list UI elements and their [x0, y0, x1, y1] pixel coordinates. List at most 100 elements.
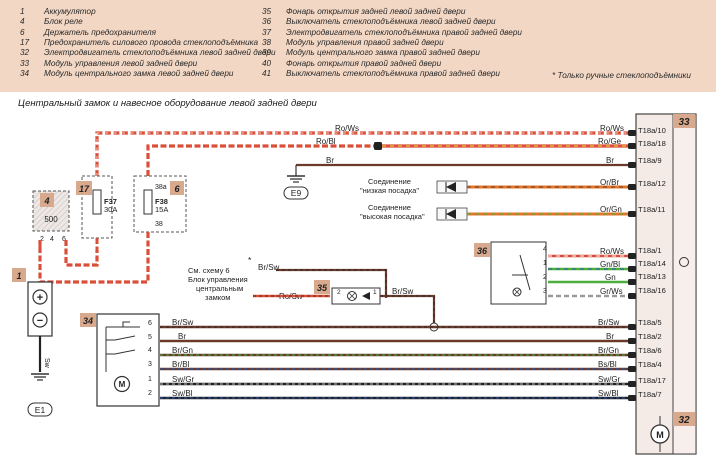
label-br-sw-left: Br/Sw	[172, 318, 194, 327]
module-33-body	[672, 113, 697, 455]
legend-item-number: 40	[262, 58, 272, 68]
fuse-f38-rating: 15A	[155, 205, 168, 214]
fuse-f38-label: F38	[155, 197, 168, 206]
relay-value: 500	[44, 215, 58, 224]
component-34-tag-bg	[80, 313, 96, 327]
fuse-f37-label: F37	[104, 197, 117, 206]
connector-t17: T18a/17	[638, 376, 666, 385]
wire-sw-label: Sw	[43, 358, 50, 369]
label-br-gn-right: Br/Gn	[598, 346, 619, 355]
component-1-tag-bg	[12, 268, 26, 282]
component-36-label: 36	[477, 246, 488, 256]
connector-plugs	[628, 130, 636, 401]
legend-item-text: Фонарь открытия задней левой задней двер…	[286, 7, 466, 16]
label-br-bl-left: Br/Bl	[172, 360, 190, 369]
component-1-label: 1	[16, 271, 21, 281]
ground-e1-label: E1	[35, 405, 46, 415]
module-34-pin-3: 3	[148, 361, 152, 368]
ground-e9-label: E9	[291, 188, 302, 198]
component-35-tag-bg	[314, 280, 330, 294]
label-ro-bl: Ro/Bl	[316, 137, 336, 146]
relay-pin-6: 6	[62, 236, 66, 243]
connector-t16: T18a/16	[638, 286, 666, 295]
legend-item-text: Выключатель стеклоподъёмника правой задн…	[286, 68, 500, 78]
wire-br-sw-lamp	[380, 294, 436, 327]
pin-38a: 38a	[155, 184, 167, 191]
label-br-e9: Br	[326, 156, 334, 165]
label-gn: Gn	[605, 273, 616, 282]
label-br-sw-in: Br/Sw	[258, 263, 280, 272]
module-32-tag-bg	[673, 412, 695, 426]
fuse-f37-rating: 30A	[104, 205, 117, 214]
connector-t14: T18a/14	[638, 259, 666, 268]
motor-32-letter: M	[656, 430, 664, 440]
label-ro-ws-top: Ro/Ws	[335, 124, 359, 133]
module-34-pin-5: 5	[148, 334, 152, 341]
module-33-tag-bg	[673, 114, 695, 128]
legend-item-number: 6	[20, 27, 25, 37]
legend-item-number: 33	[20, 58, 30, 68]
fuse-f37-icon	[92, 189, 102, 215]
module-34-pin-1: 1	[148, 376, 152, 383]
asterisk: *	[248, 255, 252, 265]
legend-item-text: Блок реле	[44, 17, 83, 27]
legend-item-number: 35	[262, 7, 272, 16]
label-gr-ws: Gr/Ws	[600, 287, 623, 296]
diagram-title: Центральный замок и навесное оборудовани…	[18, 98, 317, 109]
connector-t11: T18a/11	[638, 205, 665, 214]
legend-item-number: 1	[20, 7, 25, 16]
component-6-tag-bg	[170, 181, 184, 195]
low-fit-label-2: "низкая посадка"	[360, 186, 419, 195]
switch-36-lamp-icon	[512, 287, 522, 297]
connector-t18: T18a/18	[638, 139, 666, 148]
battery-minus: −	[37, 315, 43, 327]
connector-t12: T18a/12	[638, 179, 666, 188]
component-33-label: 33	[678, 117, 690, 128]
legend-item-number: 38	[262, 37, 272, 47]
label-br-sw-right: Br/Sw	[598, 318, 620, 327]
switch-36-pin-3: 3	[543, 288, 547, 295]
component-4-label: 4	[43, 196, 49, 206]
connector-t1: T18a/1	[638, 246, 662, 255]
label-or-br: Or/Br	[600, 178, 619, 187]
switch-36-pin-1: 1	[543, 260, 547, 267]
component-17-tag-bg	[76, 181, 92, 195]
connector-t10: T18a/10	[638, 126, 666, 135]
ground-e1	[27, 402, 53, 417]
legend-item-text: Фонарь открытия правой задней двери	[286, 58, 442, 68]
pin-38: 38	[155, 221, 163, 228]
ref-label-2: Блок управления	[188, 275, 248, 284]
label-sw-gr-right: Sw/Gr	[598, 375, 621, 384]
wire-relay-to-fuse	[64, 240, 99, 267]
switch-36-pin-4: 4	[543, 246, 547, 253]
low-fit-label-1: Соединение	[368, 177, 411, 186]
label-br-sw-out: Br/Sw	[392, 287, 414, 296]
label-sw-bl-left: Sw/Bl	[172, 389, 193, 398]
legend-item-number: 34	[20, 68, 30, 78]
connector-t9: T18a/9	[638, 156, 662, 165]
connector-t7: T18a/7	[638, 390, 662, 399]
legend-item-text: Электродвигатель стеклоподъёмника правой…	[286, 27, 522, 37]
module-33-sensor-icon	[679, 257, 689, 267]
label-sw-bl-right: Sw/Bl	[598, 389, 619, 398]
component-34-label: 34	[83, 316, 93, 326]
label-gn-bl: Gn/Bl	[600, 260, 620, 269]
label-ro-ge: Ro/Ge	[598, 137, 622, 146]
motor-34-icon	[113, 375, 131, 393]
connector-t2: T18a/2	[638, 332, 662, 341]
ref-label-3: центральным	[196, 284, 243, 293]
component-32-label: 32	[678, 415, 690, 426]
module-34	[96, 313, 160, 407]
battery-plus: +	[37, 292, 43, 304]
lamp-35-icon	[347, 291, 357, 301]
component-36-tag-bg	[474, 243, 490, 257]
label-br-right2: Br	[606, 332, 614, 341]
legend-item-number: 32	[20, 48, 30, 58]
legend-item-text: Предохранитель силового провода стеклопо…	[44, 37, 259, 47]
component-6-label: 6	[174, 184, 180, 194]
connector-t5: T18a/5	[638, 318, 662, 327]
lamp-35-pin-2: 2	[337, 289, 341, 296]
lamp-35-pin-1: 1	[373, 289, 377, 296]
